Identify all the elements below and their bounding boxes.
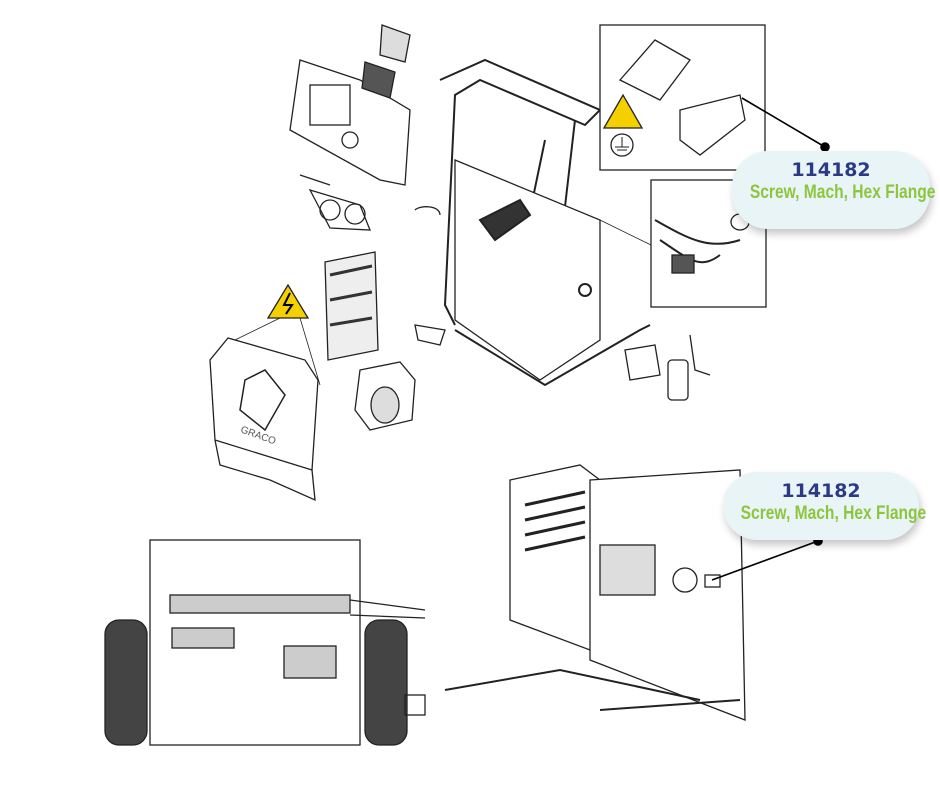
part-number: 114182 (781, 480, 861, 502)
callout-part-114182-bottom: 114182 Screw, Mach, Hex Flange (723, 472, 927, 540)
heatsink (324, 251, 379, 361)
part-description: Screw, Mach, Hex Flange (740, 503, 927, 524)
detail-inset-top (599, 24, 766, 171)
part-number: 114182 (791, 159, 871, 181)
callout-part-114182-top: 114182 Screw, Mach, Hex Flange (732, 151, 936, 229)
control-panel-exploded (289, 24, 411, 231)
transformer (354, 361, 416, 431)
rear-iso-view (444, 464, 746, 721)
front-view (104, 539, 426, 746)
warning-label-icon (234, 283, 321, 386)
cart-frame (439, 58, 651, 387)
part-description: Screw, Mach, Hex Flange (749, 182, 936, 203)
fittings (414, 206, 711, 401)
front-cover: GRACO (209, 337, 319, 502)
